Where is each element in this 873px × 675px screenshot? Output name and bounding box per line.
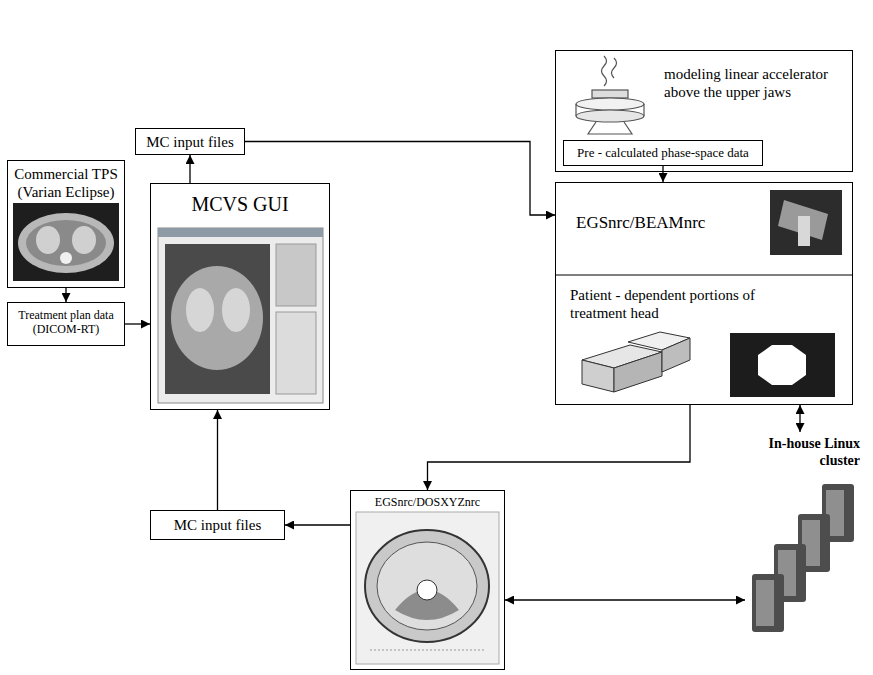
- cluster-node: In-house Linux cluster: [745, 432, 863, 642]
- input-files-box: MC input files: [135, 128, 245, 155]
- dose-map: [356, 512, 499, 664]
- dosxyz-box: EGSnrc/DOSXYZnrc: [350, 490, 505, 670]
- ct-slice: [13, 203, 119, 281]
- node-title: MC input files: [138, 133, 242, 151]
- phase-space-box: Pre - calculated phase-space data: [563, 140, 763, 166]
- connector: [799, 405, 800, 432]
- connector: [285, 524, 350, 525]
- connector: [217, 410, 218, 510]
- node-title: Pre - calculated phase-space data: [564, 145, 762, 161]
- beam-box: EGSnrc/BEAMnrcPatient - dependent portio…: [555, 182, 853, 405]
- model-box: modeling linear accelerator above the up…: [555, 50, 853, 172]
- node-title: modeling linear accelerator above the up…: [664, 65, 849, 101]
- connector: [245, 142, 555, 216]
- beam-picture: [770, 190, 842, 255]
- node-title: MC input files: [153, 516, 282, 534]
- linac-sketch: [576, 56, 644, 134]
- node-title: In-house Linux cluster: [765, 436, 860, 470]
- node-text: Patient - dependent portions of treatmen…: [570, 286, 770, 322]
- mlc-field: [730, 333, 835, 397]
- connector: [125, 323, 150, 324]
- node-title: MCVS GUI: [155, 192, 325, 216]
- connector: [662, 166, 663, 182]
- divider-line: [555, 275, 853, 276]
- node-title: EGSnrc/BEAMnrc: [576, 213, 766, 233]
- plan-data-box: Treatment plan data (DICOM-RT): [7, 302, 125, 346]
- jaw-blocks: [582, 332, 690, 392]
- computer-icons: [752, 484, 854, 632]
- gui-screenshot: [158, 228, 323, 403]
- connector: [428, 405, 691, 490]
- gui-box: MCVS GUI: [150, 183, 330, 410]
- connector: [189, 155, 190, 183]
- node-title: EGSnrc/DOSXYZnrc: [354, 495, 501, 509]
- connector: [505, 599, 745, 600]
- node-title: Treatment plan data (DICOM-RT): [11, 308, 121, 337]
- connector: [65, 288, 66, 302]
- input-files-box: MC input files: [150, 510, 285, 540]
- node-title: Commercial TPS (Varian Eclipse): [12, 165, 120, 201]
- tps-box: Commercial TPS (Varian Eclipse): [7, 160, 125, 288]
